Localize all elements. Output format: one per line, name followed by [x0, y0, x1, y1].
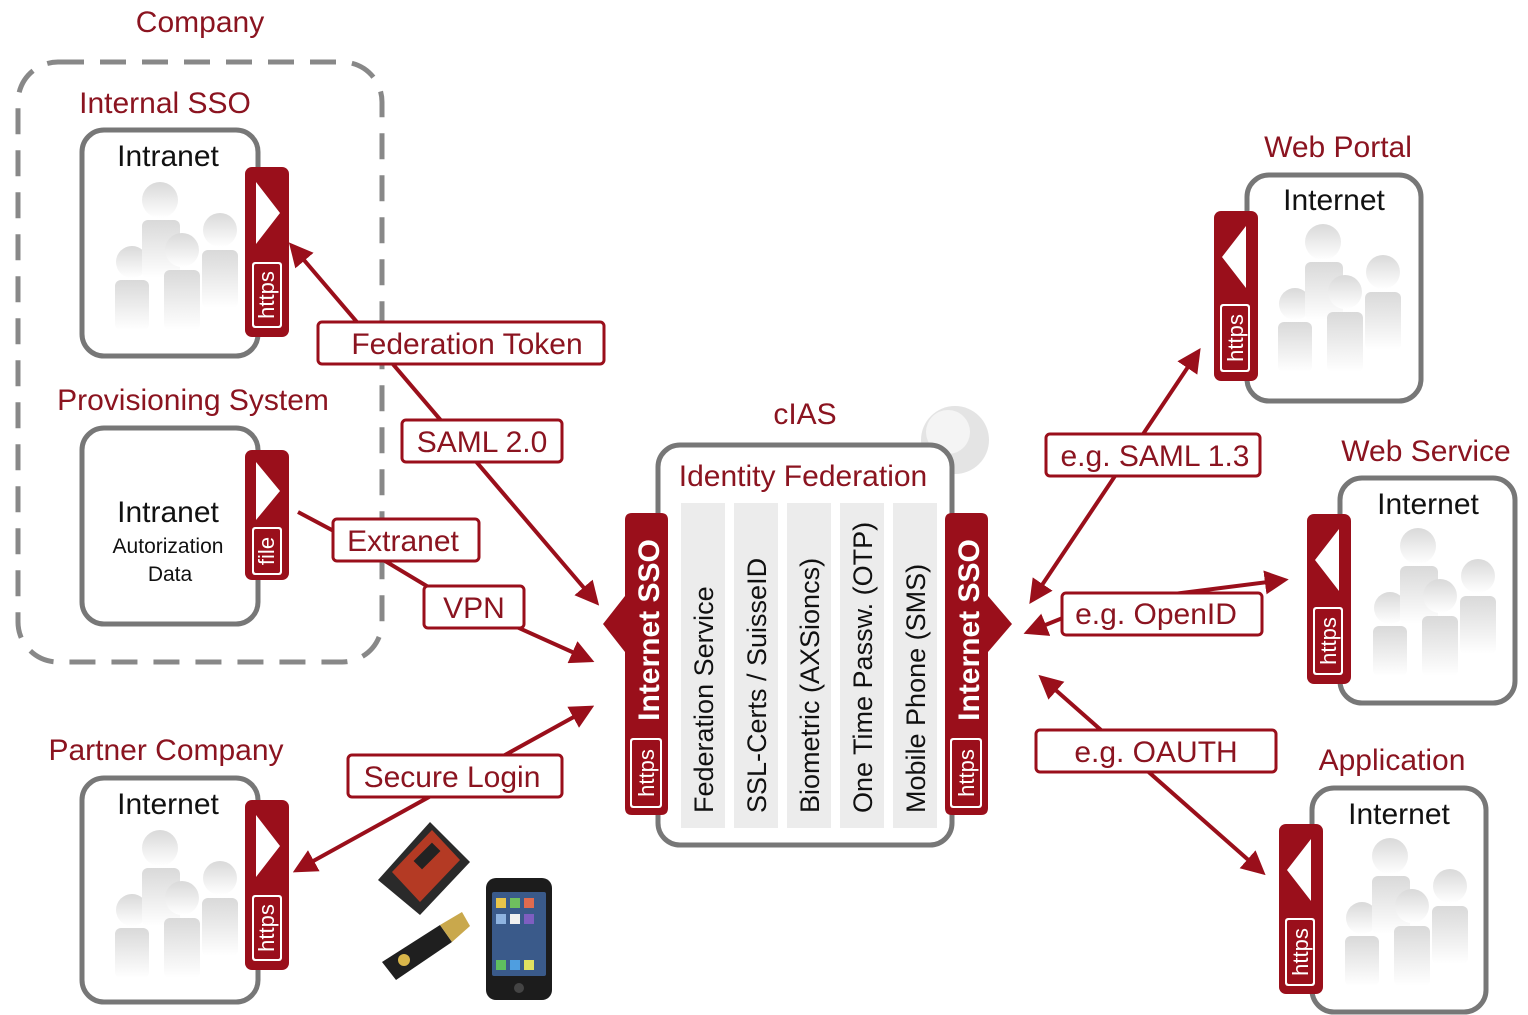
label-saml13: e.g. SAML 1.3 — [1044, 432, 1262, 478]
https-tab: https — [245, 167, 289, 337]
column-mobile-phone: Mobile Phone (SMS) — [901, 564, 931, 813]
web-service-title: Web Service — [1341, 435, 1511, 468]
label-vpn: VPN — [422, 584, 526, 630]
application-title: Application — [1319, 744, 1466, 777]
column-bg — [787, 503, 831, 828]
label-secure-login: Secure Login — [346, 753, 564, 799]
internal-sso-title: Internal SSO — [79, 87, 251, 120]
svg-text:e.g. OAUTH: e.g. OAUTH — [1074, 736, 1237, 769]
usb-key-icon — [382, 912, 470, 980]
partner-title: Partner Company — [48, 734, 283, 767]
provisioning-subtitle-1: Autorization — [113, 535, 224, 558]
svg-text:Secure Login: Secure Login — [364, 761, 541, 794]
column-biometric: Biometric (AXSioncs) — [795, 558, 825, 813]
svg-text:https: https — [254, 904, 279, 952]
svg-text:Internet SSO: Internet SSO — [953, 539, 986, 721]
svg-text:e.g. OpenID: e.g. OpenID — [1075, 598, 1237, 631]
svg-text:https: https — [1223, 314, 1248, 362]
svg-text:https: https — [254, 271, 279, 319]
svg-text:file: file — [254, 537, 279, 565]
arrow-oauth — [1038, 674, 1266, 876]
internet-sso-bar-right: Internet SSO https — [945, 513, 1012, 815]
internet-sso-bar-left: Internet SSO https — [603, 513, 668, 815]
label-extranet: Extranet — [331, 517, 481, 563]
svg-text:e.g. SAML 1.3: e.g. SAML 1.3 — [1061, 440, 1250, 473]
internal-sso-box-title: Intranet — [117, 140, 219, 173]
https-tab: https — [1279, 824, 1323, 994]
svg-text:https: https — [954, 749, 979, 797]
card-reader-icon — [378, 822, 470, 915]
file-tab: file — [245, 450, 289, 580]
label-openid: e.g. OpenID — [1060, 591, 1264, 637]
label-federation-token: Federation Token — [316, 320, 606, 366]
svg-text:https: https — [1288, 928, 1313, 976]
label-oauth: e.g. OAUTH — [1034, 728, 1278, 774]
svg-text:VPN: VPN — [443, 592, 505, 625]
web-portal-title: Web Portal — [1264, 131, 1412, 164]
cias-subtitle: Identity Federation — [679, 460, 927, 493]
provisioning-title: Provisioning System — [57, 384, 329, 417]
cias-title: cIAS — [773, 398, 836, 431]
svg-text:Extranet: Extranet — [347, 525, 459, 558]
column-federation-service: Federation Service — [689, 586, 719, 813]
web-service-box-title: Internet — [1377, 488, 1479, 521]
phone-icon — [486, 878, 552, 1000]
column-ssl-certs: SSL-Certs / SuisseID — [742, 558, 772, 813]
svg-text:SAML 2.0: SAML 2.0 — [417, 426, 548, 459]
https-tab: https — [1307, 514, 1351, 684]
application-box-title: Internet — [1348, 798, 1450, 831]
column-bg — [840, 503, 884, 828]
provisioning-subtitle-2: Data — [148, 563, 193, 586]
svg-text:https: https — [634, 749, 659, 797]
cias-columns: Federation Service SSL-Certs / SuisseID … — [681, 503, 937, 828]
column-bg — [734, 503, 778, 828]
https-tab: https — [245, 800, 289, 970]
partner-box-title: Internet — [117, 788, 219, 821]
column-bg — [681, 503, 725, 828]
column-bg — [893, 503, 937, 828]
provisioning-box-title: Intranet — [117, 496, 219, 529]
company-title: Company — [136, 6, 264, 39]
svg-text:https: https — [1316, 617, 1341, 665]
label-saml20: SAML 2.0 — [400, 418, 564, 464]
https-tab: https — [1214, 211, 1258, 381]
web-portal-box-title: Internet — [1283, 184, 1385, 217]
svg-text:Internet SSO: Internet SSO — [633, 539, 666, 721]
column-otp: One Time Passw. (OTP) — [848, 522, 878, 813]
svg-text:Federation Token: Federation Token — [351, 328, 582, 361]
